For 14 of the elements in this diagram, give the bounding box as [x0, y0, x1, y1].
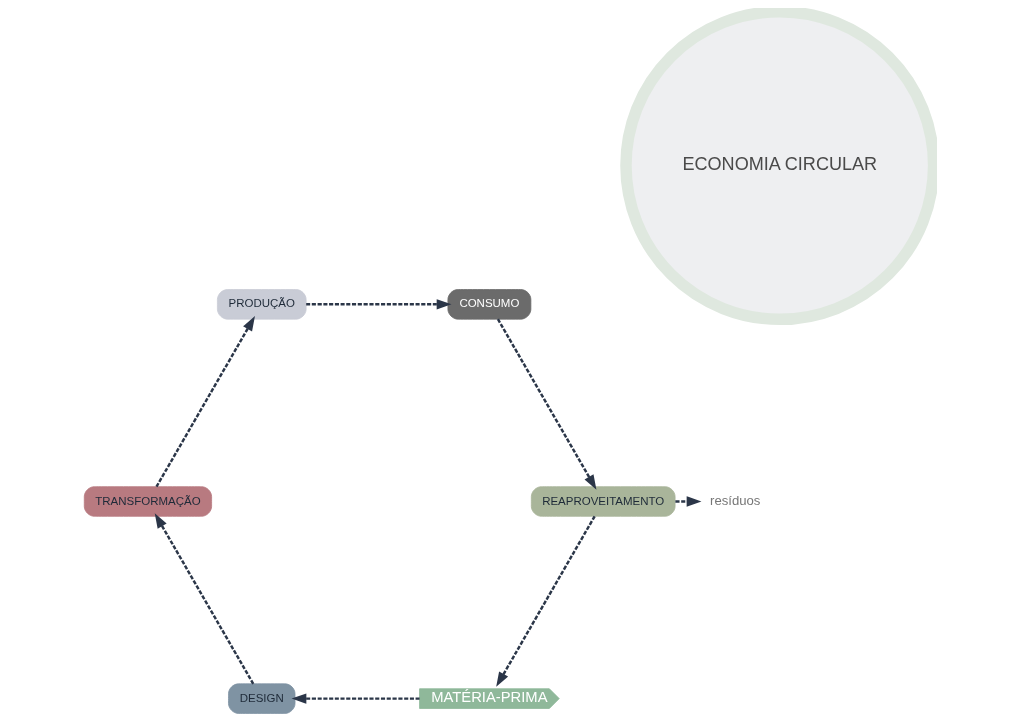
node-box: REAPROVEITAMENTO [530, 486, 676, 517]
node-box: TRANSFORMAÇÃO [83, 486, 212, 517]
node-text: resíduos [710, 492, 761, 508]
arrow [306, 299, 452, 310]
arrow [155, 316, 255, 488]
node-circle: ECONOMIA CIRCULAR [620, 8, 937, 326]
node-box: CONSUMO [447, 289, 532, 320]
arrow [496, 318, 597, 490]
arrow [675, 496, 702, 507]
node-box: DESIGN [228, 683, 296, 714]
arrow [291, 693, 420, 704]
arrow [496, 515, 596, 687]
arrow [154, 513, 255, 685]
node-box: PRODUÇÃO [217, 289, 307, 320]
